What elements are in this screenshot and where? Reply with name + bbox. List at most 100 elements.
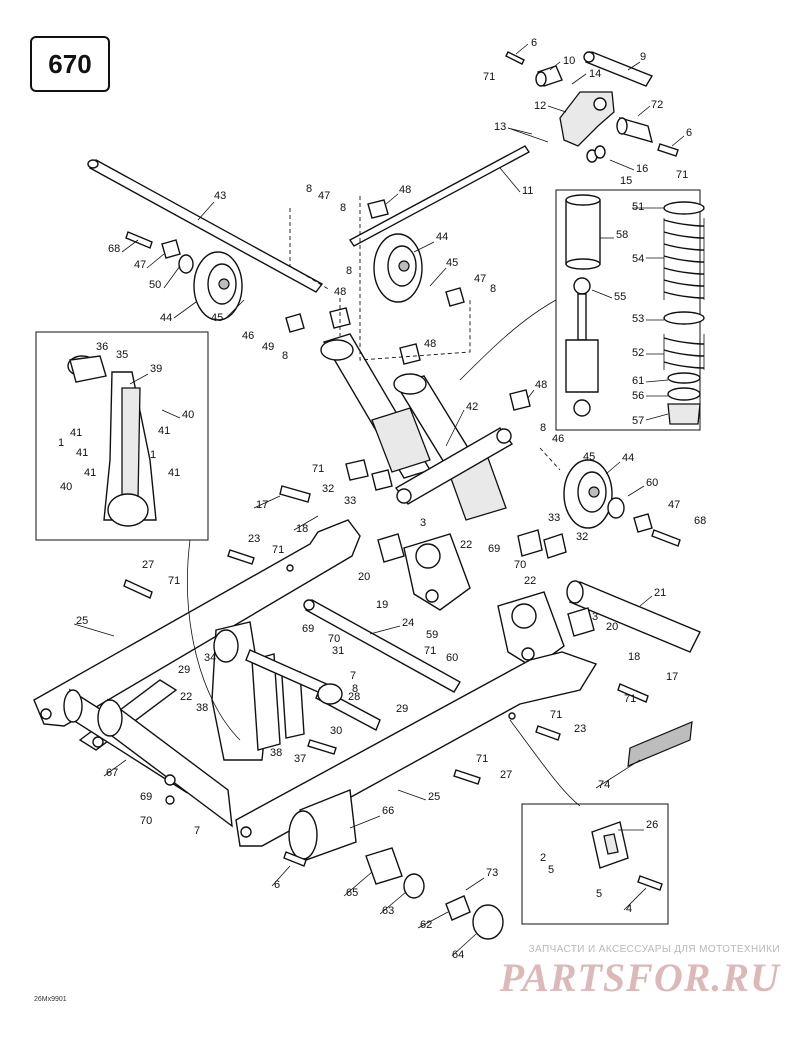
inset-frame-shock: [555, 189, 701, 431]
bushing-60: [607, 497, 625, 519]
pivot-shaft-30: [245, 649, 381, 731]
callout-56: 56: [632, 390, 644, 402]
callout-8: 8: [540, 422, 546, 434]
callout-61: 61: [632, 375, 644, 387]
callout-39: 39: [150, 363, 162, 375]
callout-26: 26: [646, 819, 658, 831]
callout-35: 35: [116, 349, 128, 361]
callout-70: 70: [514, 559, 526, 571]
mount-bracket-19: [403, 533, 471, 611]
callout-12: 12: [534, 100, 546, 112]
callout-70: 70: [140, 815, 152, 827]
spacer-48-b: [329, 307, 351, 329]
spacer-32-33-right: [517, 529, 567, 559]
callout-40: 40: [182, 409, 194, 421]
callout-49: 49: [262, 341, 274, 353]
callout-34: 34: [204, 652, 216, 664]
watermark-tagline: ЗАПЧАСТИ И АКСЕССУАРЫ ДЛЯ МОТОТЕХНИКИ: [528, 944, 780, 955]
callout-41: 41: [168, 467, 180, 479]
callout-8: 8: [346, 265, 352, 277]
block-26: [591, 821, 629, 869]
spring-54: [663, 201, 705, 300]
callout-71: 71: [550, 709, 562, 721]
callout-65: 65: [346, 887, 358, 899]
spacer-20-left: [377, 533, 405, 563]
callout-48: 48: [535, 379, 547, 391]
assembly-line: [187, 539, 241, 741]
callout-25: 25: [428, 791, 440, 803]
callout-48: 48: [399, 184, 411, 196]
upper-bracket-12: [559, 91, 615, 147]
callout-32: 32: [576, 531, 588, 543]
callout-41: 41: [158, 425, 170, 437]
callout-8: 8: [282, 350, 288, 362]
callout-55: 55: [614, 291, 626, 303]
collar-61-56-57: [667, 372, 701, 425]
assembly-line: [539, 447, 561, 471]
callout-7: 7: [350, 670, 356, 682]
bolt-17-right: [617, 683, 649, 703]
tube-21: [566, 580, 701, 653]
callout-2: 2: [540, 852, 546, 864]
callout-22: 22: [180, 691, 192, 703]
callout-29: 29: [178, 664, 190, 676]
bolt-23-right: [535, 725, 561, 741]
callout-69: 69: [488, 543, 500, 555]
callout-45: 45: [583, 451, 595, 463]
wheel-44-left: [193, 251, 243, 321]
callout-36: 36: [96, 341, 108, 353]
callout-74: 74: [598, 779, 610, 791]
callout-45: 45: [211, 312, 223, 324]
callout-52: 52: [632, 347, 644, 359]
washer-50: [178, 254, 194, 274]
callout-21: 21: [654, 587, 666, 599]
nut-69-70: [164, 774, 176, 805]
callout-3: 3: [592, 611, 598, 623]
callout-72: 72: [651, 99, 663, 111]
callout-68: 68: [108, 243, 120, 255]
rod-11: [348, 145, 531, 247]
callout-71: 71: [476, 753, 488, 765]
bolt-6-top: [505, 51, 525, 65]
callout-17: 17: [666, 671, 678, 683]
wheel-44-right: [563, 459, 613, 529]
callout-11: 11: [522, 185, 533, 197]
rod-43: [87, 159, 324, 293]
callout-37: 37: [294, 753, 306, 765]
callout-54: 54: [632, 253, 644, 265]
rod-24: [303, 599, 461, 693]
callout-10: 10: [563, 55, 575, 67]
callout-18: 18: [628, 651, 640, 663]
callout-41: 41: [70, 427, 82, 439]
callout-28: 28: [348, 691, 360, 703]
spring-52: [663, 311, 705, 370]
spacer-48-d: [509, 389, 531, 411]
callout-47: 47: [134, 259, 146, 271]
bushing-72: [616, 116, 653, 144]
washers-15-16: [586, 145, 606, 163]
callout-6: 6: [274, 879, 280, 891]
callout-71: 71: [312, 463, 324, 475]
assembly-line: [509, 719, 581, 807]
callout-5: 5: [596, 888, 602, 900]
callout-33: 33: [344, 495, 356, 507]
callout-51: 51: [632, 201, 644, 213]
shock-rod-55: [565, 277, 599, 417]
callout-71: 71: [676, 169, 688, 181]
callout-27: 27: [142, 559, 154, 571]
callout-3: 3: [420, 517, 426, 529]
washer-63: [403, 873, 425, 899]
callout-46: 46: [552, 433, 564, 445]
callout-71: 71: [272, 544, 284, 556]
callout-14: 14: [589, 68, 601, 80]
inset-frame-left: [35, 331, 209, 541]
callout-23: 23: [248, 533, 260, 545]
shock-body-58: [565, 194, 601, 270]
callout-69: 69: [302, 623, 314, 635]
callout-63: 63: [382, 905, 394, 917]
callout-9: 9: [640, 51, 646, 63]
callout-13: 13: [494, 121, 506, 133]
callout-22: 22: [460, 539, 472, 551]
callout-58: 58: [616, 229, 628, 241]
